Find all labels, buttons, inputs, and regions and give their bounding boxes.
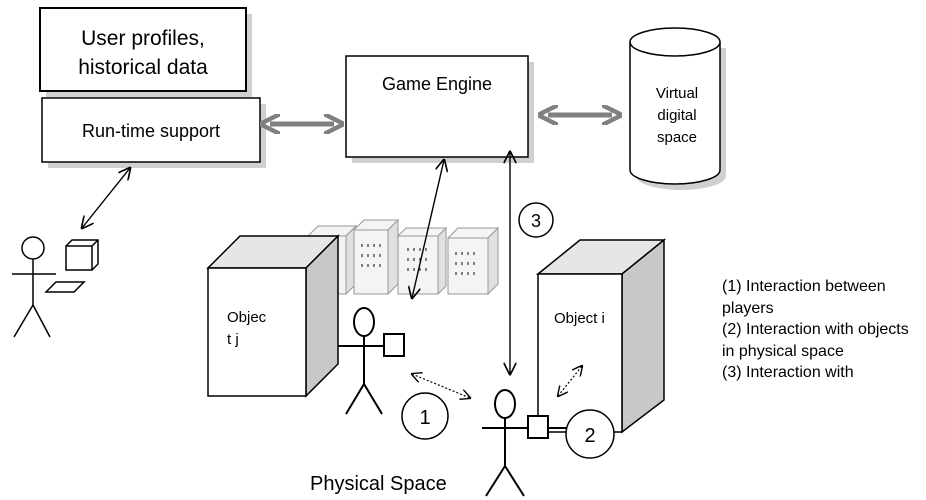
dotted-arrow-players <box>412 374 470 398</box>
virtual-space-line-2: digital <box>657 107 696 124</box>
user-profiles-box: User profiles, historical data <box>39 7 252 97</box>
player-figure-1 <box>338 307 405 415</box>
legend-item-2: (2) Interaction with objects in physical… <box>722 321 909 360</box>
object-j-line-2: t j <box>227 331 239 348</box>
object-j-line-1: Objec <box>227 309 267 326</box>
player-figure-2 <box>482 389 566 497</box>
virtual-space-cylinder: Virtual digital space <box>629 27 726 190</box>
user-profiles-line-2: historical data <box>78 56 208 79</box>
circle-2-label: 2 <box>584 425 595 447</box>
legend: (1) Interaction between players (2) Inte… <box>722 276 922 384</box>
circle-3: 3 <box>518 202 554 238</box>
virtual-space-line-1: Virtual <box>656 85 698 102</box>
user-profiles-line-1: User profiles, <box>81 27 205 50</box>
arrow-engine-player1 <box>412 160 444 298</box>
dotted-arrow-object-i <box>558 366 582 396</box>
object-j-box: Objec t j <box>206 234 340 398</box>
circle-3-label: 3 <box>531 211 541 231</box>
virtual-space-line-3: space <box>657 129 697 146</box>
computer-user-figure <box>12 236 99 338</box>
runtime-support-label: Run-time support <box>82 121 220 141</box>
game-engine-label: Game Engine <box>382 74 492 94</box>
object-i-label: Object i <box>554 310 605 327</box>
circle-1: 1 <box>401 392 449 440</box>
arrow-user-runtime <box>82 168 130 228</box>
legend-item-1: (1) Interaction between players <box>722 278 886 317</box>
object-i-box: Object i <box>535 238 667 434</box>
circle-2: 2 <box>565 409 615 459</box>
runtime-support-box: Run-time support <box>41 97 266 168</box>
physical-space-label: Physical Space <box>310 473 447 495</box>
circle-1-label: 1 <box>419 407 430 429</box>
legend-item-3: (3) Interaction with <box>722 364 854 381</box>
game-engine-box: Game Engine <box>345 55 534 163</box>
